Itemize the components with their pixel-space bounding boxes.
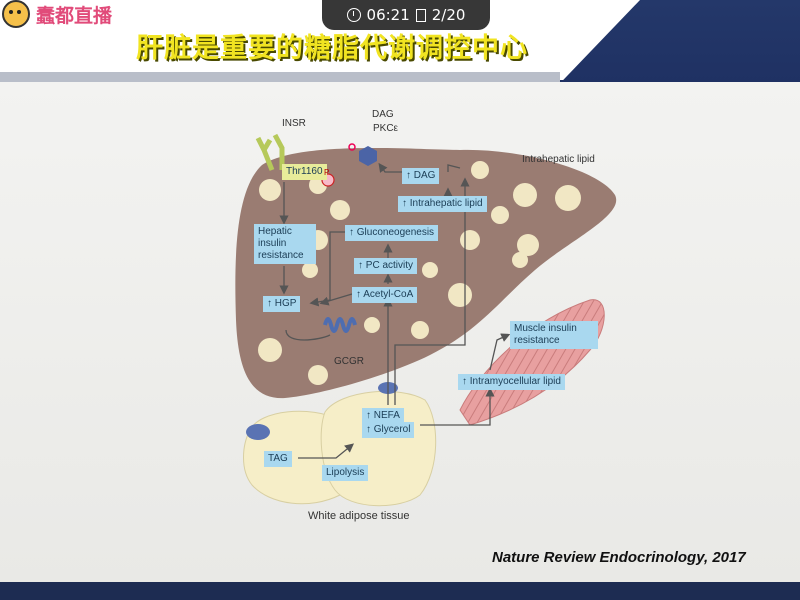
slide-title: 肝脏是重要的糖脂代谢调控中心	[136, 33, 528, 64]
dag-top-label: DAG	[372, 109, 394, 120]
logo: 蠢都直播	[0, 0, 140, 28]
gcgr-receptor	[323, 317, 357, 333]
metabolism-diagram	[235, 133, 617, 507]
page-counter: 2/20	[431, 6, 466, 24]
lipolysis-label: Lipolysis	[322, 465, 369, 481]
glycerol-label: ↑ Glycerol	[362, 422, 415, 438]
dag-label: ↑ DAG	[402, 168, 440, 184]
pc-activity-label: ↑ PC activity	[354, 258, 418, 274]
clock-icon	[346, 8, 361, 22]
muscle-insulin-resistance-label: Muscle insulin resistance	[510, 321, 598, 349]
pkce-label: PKCε	[373, 123, 399, 134]
nefa-label: ↑ NEFA	[362, 408, 404, 424]
slide-body: INSR Thr1160 DAG PKCε Intrahepatic lipid…	[0, 82, 800, 582]
insr-label: INSR	[282, 118, 306, 129]
page-icon	[415, 8, 426, 22]
citation: Nature Review Endocrinology, 2017	[492, 549, 746, 566]
insr-receptor	[255, 133, 285, 171]
header-gray-strip	[0, 72, 560, 82]
player-status-overlay[interactable]: 06:21 2/20	[322, 0, 490, 30]
elapsed-time: 06:21	[366, 6, 410, 24]
gcgr-label: GCGR	[334, 356, 364, 367]
intramyocellular-lipid-label: ↑ Intramyocellular lipid	[458, 374, 565, 390]
bottom-bar	[0, 582, 800, 600]
pkc-hexagon	[359, 146, 377, 166]
hepatic-insulin-resistance-label: Hepatic insulin resistance	[254, 224, 316, 264]
logo-text: 蠢都直播	[36, 4, 113, 27]
gluconeogenesis-label: ↑ Gluconeogenesis	[345, 225, 439, 241]
white-adipose-tissue-label: White adipose tissue	[308, 510, 410, 522]
acetyl-coa-label: ↑ Acetyl-CoA	[352, 287, 418, 303]
tag-label: TAG	[264, 451, 292, 467]
header-white-band	[0, 0, 640, 80]
hgp-label: ↑ HGP	[263, 296, 301, 312]
intrahepatic-lipid-box: ↑ Intrahepatic lipid	[398, 196, 487, 212]
phospho-label: P	[324, 168, 330, 177]
avatar-icon	[2, 0, 30, 28]
intrahepatic-lipid-label: Intrahepatic lipid	[522, 154, 595, 165]
thr1160-label: Thr1160	[282, 164, 327, 180]
